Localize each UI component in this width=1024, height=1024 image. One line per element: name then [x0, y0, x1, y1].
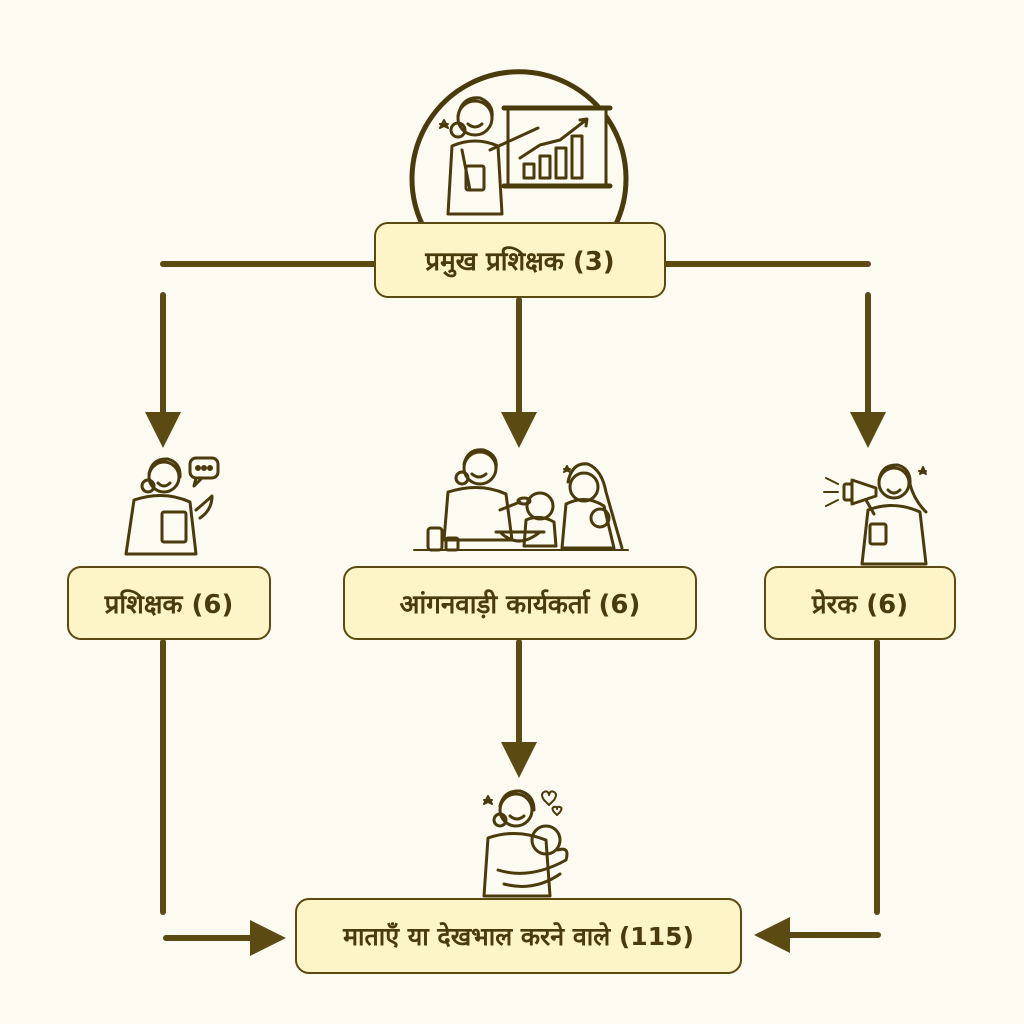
node-label: माताएँ या देखभाल करने वाले (115) [343, 922, 694, 951]
node-mothers-caregivers: माताएँ या देखभाल करने वाले (115) [295, 898, 742, 974]
woman-presenting-chart-icon [409, 69, 629, 229]
node-label: प्रेरक (6) [811, 590, 909, 620]
node-anganwadi-worker: आंगनवाड़ी कार्यकर्ता (6) [343, 566, 697, 640]
node-trainer: प्रशिक्षक (6) [67, 566, 271, 640]
node-label: आंगनवाड़ी कार्यकर्ता (6) [399, 590, 641, 620]
mother-holding-baby-icon [482, 789, 569, 898]
node-motivator: प्रेरक (6) [764, 566, 956, 640]
woman-teaching-speech-bubble-icon [124, 456, 220, 556]
node-label: प्रमुख प्रशिक्षक (3) [425, 247, 615, 277]
woman-feeding-child-icon [413, 448, 629, 552]
node-lead-trainer: प्रमुख प्रशिक्षक (3) [374, 222, 666, 298]
woman-megaphone-icon [823, 463, 928, 566]
node-label: प्रशिक्षक (6) [104, 590, 234, 620]
